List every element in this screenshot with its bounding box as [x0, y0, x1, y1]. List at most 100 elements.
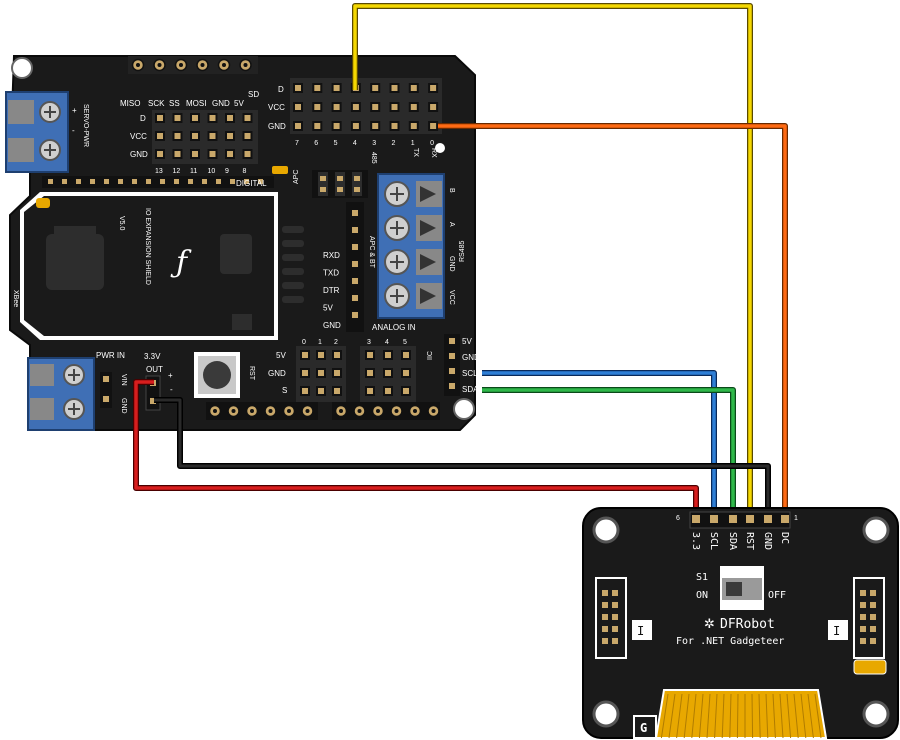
analog-pin-contact: [302, 388, 308, 394]
socket-pin: [860, 602, 866, 608]
pin-number-4: 4: [353, 140, 357, 147]
strip-pin: [188, 179, 193, 184]
ribbon-trace: [758, 693, 761, 739]
digital-pin-contact: [430, 123, 437, 129]
oled-pin-label-dc: DC: [779, 532, 790, 544]
ribbon-trace: [786, 693, 792, 739]
spi-header: SD MISO SCK SS MOSI GND 5V: [120, 56, 259, 108]
digital-pin-contact: [333, 85, 340, 91]
ribbon-trace: [683, 693, 690, 739]
jumper-cap: [335, 172, 345, 196]
analog-row-5v: 5V: [276, 351, 286, 360]
bottom-pin-hole: [268, 409, 273, 413]
iic-pin: [449, 368, 455, 374]
bottom-pin-hole: [431, 409, 436, 413]
socket-pin: [602, 614, 608, 620]
analog-pin-contact: [302, 370, 308, 376]
analog-pin-contact: [385, 370, 391, 376]
digital-pin-contact: [192, 115, 198, 121]
bt-pin: [352, 312, 358, 318]
bt-label-rxd: RXD: [323, 251, 340, 260]
socket-pin: [612, 614, 618, 620]
rst-label: RST: [248, 366, 255, 381]
bottom-pin-hole: [287, 409, 291, 413]
digital-pin-contact: [391, 123, 398, 129]
ribbon-trace: [779, 693, 784, 739]
vin-label: VIN: [120, 374, 127, 386]
socket-pin: [602, 590, 608, 596]
socket-pin: [870, 614, 876, 620]
rs485-term-a: A: [448, 222, 455, 227]
pin-number-1: 1: [411, 140, 415, 147]
jumper-contact: [354, 187, 360, 192]
xbee-side-pin: [282, 268, 304, 275]
analog-pin-contact: [367, 352, 373, 358]
bt-label-txd: TXD: [323, 269, 339, 278]
strip-pin: [90, 179, 95, 184]
xbee-side-pin: [282, 254, 304, 261]
oled-pin-label-rst: RST: [744, 532, 755, 550]
ribbon-trace: [814, 693, 822, 739]
pin-number-11: 11: [190, 168, 197, 175]
oled-pin-last-num: 1: [794, 515, 798, 522]
oled-ribbon-cable: [654, 689, 828, 739]
xbee-side-pin: [282, 240, 304, 247]
digital-pin-contact: [430, 85, 437, 91]
analog-pin-contact: [403, 352, 409, 358]
analog-num-2: 2: [334, 339, 338, 346]
bottom-headers: [206, 402, 440, 420]
jumper-contact: [320, 187, 326, 192]
ribbon-trace: [668, 693, 676, 739]
dfrobot-gear-icon: ✲: [704, 617, 715, 632]
power-in-terminal: PWR IN VIN GND: [27, 351, 127, 431]
ribbon-trace: [751, 693, 754, 739]
apc-jumper-block: APC: [293, 170, 368, 198]
top-row-label-vcc: VCC: [268, 103, 285, 112]
analog-pin-contact: [318, 370, 324, 376]
digital-label: DIGITAL: [236, 179, 267, 188]
subtitle-label: For .NET Gadgeteer: [676, 636, 784, 647]
gadgeteer-g-icon: G: [640, 721, 647, 735]
socket-pin: [870, 626, 876, 632]
oled-pin: [781, 515, 789, 523]
servo-power-terminal: + - SERVO-PWR: [5, 91, 89, 173]
spi-labels: MISO SCK SS MOSI GND 5V: [120, 99, 244, 108]
digital-pin-contact: [410, 123, 417, 129]
bt-label-dtr: DTR: [323, 286, 340, 295]
jumper-cap: [352, 172, 362, 196]
pin-number-8: 8: [243, 168, 247, 175]
digital-pin-contact: [314, 104, 321, 110]
red-wire-core: [134, 380, 698, 512]
strip-pin: [160, 179, 165, 184]
digital-strip: DIGITAL: [42, 166, 288, 188]
oled-pin-label-33: 3.3: [690, 532, 701, 550]
analog-pin-contact: [334, 352, 340, 358]
analog-pin-contact: [385, 352, 391, 358]
spi-label-5v: 5V: [234, 99, 244, 108]
rs485-clamp-arrow: [420, 254, 436, 270]
analog-pin-contact: [318, 388, 324, 394]
spi-pin-hole: [179, 63, 183, 67]
spi-pin-hole: [200, 63, 205, 67]
jumper-contact: [354, 176, 360, 181]
rs485-clamp-arrow: [420, 220, 436, 236]
servo-plus-label: +: [72, 106, 77, 115]
strip-pin: [244, 179, 249, 184]
digital-pin-contact: [192, 133, 198, 139]
spi-pin-hole: [222, 63, 226, 67]
bt-pin: [352, 210, 358, 216]
bottom-pin-hole: [357, 409, 362, 413]
digital-pin-contact: [157, 151, 163, 157]
jumper-contact: [337, 187, 343, 192]
out-3v3-label: 3.3V: [144, 352, 161, 361]
socket-pin: [612, 626, 618, 632]
iic-pin: [449, 353, 455, 359]
df-logo-icon: ƒ: [170, 245, 192, 280]
pin-number-0: 0: [430, 140, 434, 147]
digital-pin-contact: [174, 151, 181, 157]
rx-label: RX: [430, 148, 437, 158]
digital-pin-contact: [391, 85, 398, 91]
socket-pin: [860, 590, 866, 596]
analog-num-3: 3: [367, 339, 371, 346]
